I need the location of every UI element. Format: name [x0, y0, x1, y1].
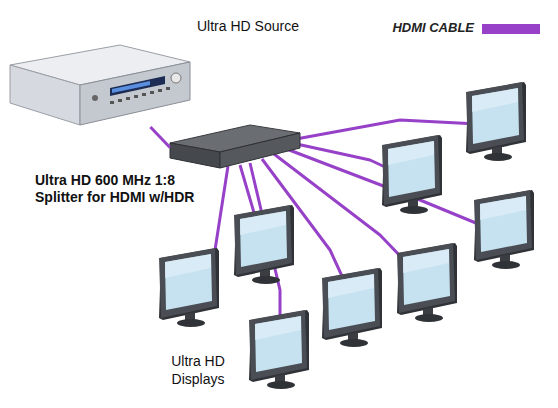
group-label: Ultra HD Displays — [158, 352, 238, 388]
splitter-device — [170, 125, 300, 168]
cable-line — [150, 127, 170, 148]
device-label: Ultra HD Source — [197, 18, 299, 35]
hdmi-cable — [150, 127, 170, 148]
legend-text: HDMI CABLE — [392, 20, 474, 35]
splitter-device: Ultra HD 600 MHz 1:8 Splitter for HDMI w… — [170, 125, 300, 170]
displays — [159, 82, 534, 389]
legend-swatch — [482, 24, 540, 34]
device-label: Ultra HD 600 MHz 1:8 Splitter for HDMI w… — [35, 172, 203, 206]
source-device: Ultra HD Source — [10, 45, 190, 127]
source-device — [10, 45, 190, 125]
